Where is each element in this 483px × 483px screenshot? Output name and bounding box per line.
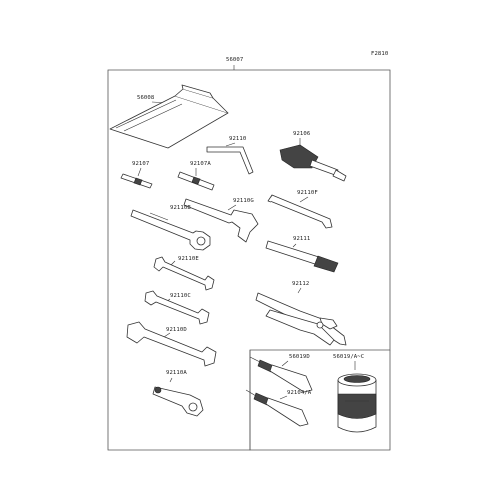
ring-wrench-label: 92110B — [170, 205, 191, 211]
sealant-tube-label: 92104/A — [287, 390, 312, 396]
pouch-label: 56008 — [137, 95, 155, 101]
pin-spanner-drawing — [267, 194, 333, 229]
pin-spanner-label: 92110F — [297, 190, 318, 196]
hex-key-drawing — [206, 146, 254, 175]
open-wrench-c-label: 92110C — [170, 293, 191, 299]
pliers-drawing — [255, 292, 347, 346]
screwdriver-handle-label: 92106 — [293, 131, 311, 137]
grease-subframe — [249, 350, 391, 451]
kit-label: 56007 — [226, 57, 244, 63]
grease-can-label: 56019/A~C — [333, 354, 365, 360]
pliers-label: 92112 — [292, 281, 310, 287]
sealant-tube-drawing — [245, 389, 309, 427]
figure-code-label: F2810 — [371, 51, 389, 57]
ring-wrench-drawing — [130, 209, 211, 251]
hex-key-label: 92110 — [229, 136, 247, 142]
open-wrench-d-label: 92110D — [166, 327, 187, 333]
plug-wrench-label: 92110A — [166, 370, 187, 376]
tool-pouch-drawing — [109, 84, 229, 149]
open-wrench-large-label: 92110G — [233, 198, 254, 204]
extension-label: 92111 — [293, 236, 311, 242]
open-wrench-e-label: 92110E — [178, 256, 199, 262]
plug-wrench-drawing — [152, 386, 204, 417]
bit-minus-label: 92107A — [190, 161, 211, 167]
grease-can-drawing — [337, 373, 377, 433]
open-wrench-c-drawing — [144, 290, 210, 325]
grease-tube-label: 56019D — [289, 354, 310, 360]
bit-plus-label: 92107 — [132, 161, 150, 167]
open-wrench-e-drawing — [153, 256, 215, 291]
extension-drawing — [265, 240, 339, 273]
screwdriver-handle-drawing — [279, 144, 347, 182]
bit-drawings — [120, 171, 215, 191]
open-wrench-large-drawing — [183, 198, 259, 243]
open-wrench-d-drawing — [126, 321, 217, 367]
grease-tube-drawing — [249, 356, 313, 393]
